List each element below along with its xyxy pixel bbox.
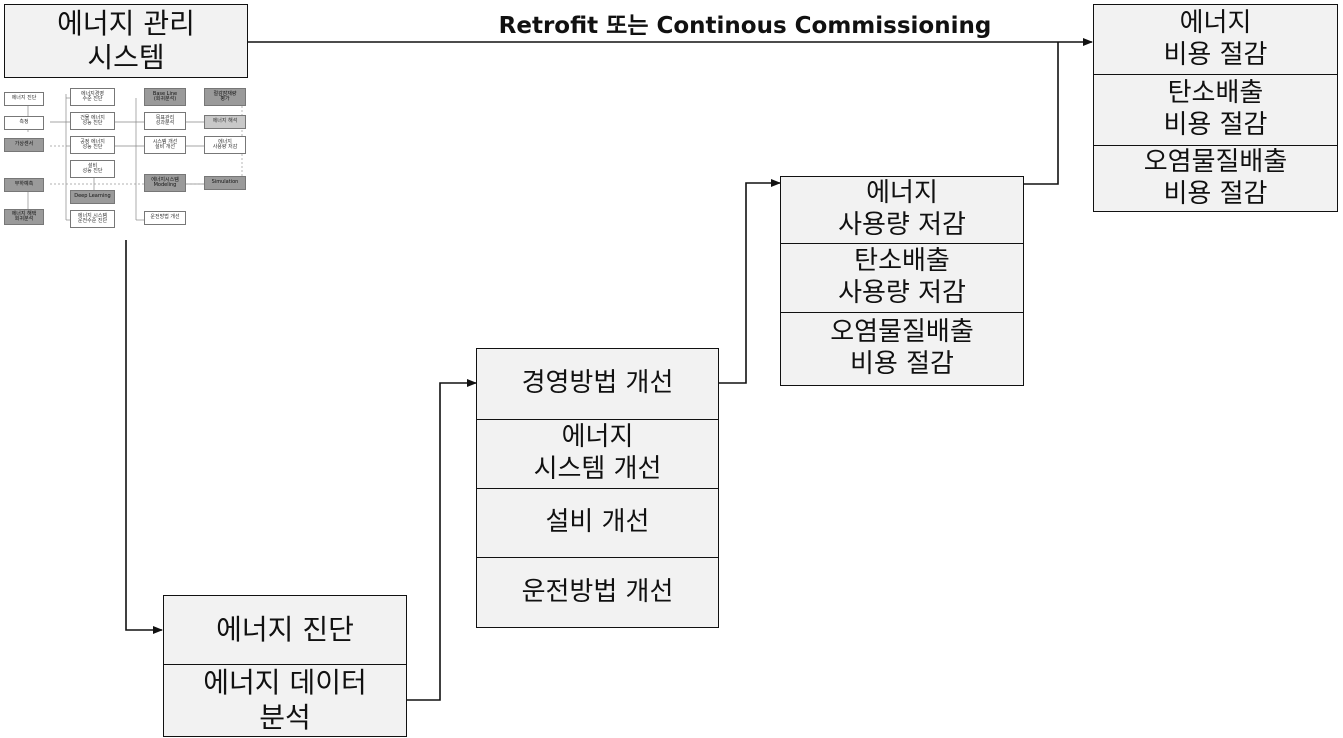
retrofit-label: Retrofit 또는 Continous Commissioning: [498, 13, 992, 39]
reductions-stack: 에너지 사용량 저감 탄소배출 사용량 저감 오염물질배출 비용 절감: [780, 176, 1024, 386]
improvement-operation-box: 운전방법 개선: [476, 557, 719, 628]
cost-savings-stack: 에너지 비용 절감 탄소배출 비용 절감 오염물질배출 비용 절감: [1093, 4, 1338, 212]
thumb-box-system-level: 에너지 시스템 운전수준 진단: [70, 210, 115, 228]
improvement-management-box: 경영방법 개선: [476, 348, 719, 420]
diagnosis-stack: 에너지 진단 에너지 데이터 분석: [163, 595, 407, 737]
thumb-box-mgmt-level: 에너지경영 수준 진단: [70, 88, 115, 106]
thumb-box-energy-analysis: 에너지 해석: [204, 115, 246, 129]
thumb-box-diagnosis: 에너지 진단: [4, 92, 44, 106]
arrow-improvements-to-reductions: [719, 179, 781, 384]
process-thumbnail: 에너지 진단 측정 가상센서 부하예측 에너지 해택 회귀분석 에너지경영 수준…: [4, 84, 250, 232]
thumb-box-process-perf: 공정 에너지 성능 진단: [70, 136, 115, 154]
improvement-system-box: 에너지 시스템 개선: [476, 419, 719, 489]
thumb-box-operation-improve: 운전방법 개선: [144, 211, 186, 225]
thumb-box-equip-perf: 설비 성능 진단: [70, 160, 115, 178]
thumb-box-measure: 측정: [4, 116, 44, 130]
thumb-box-deep-learning: Deep Learning: [70, 190, 115, 204]
thumb-box-target-mgmt: 목표관리 성과분석: [144, 112, 186, 130]
thumb-box-load-forecast: 부하예측: [4, 178, 44, 192]
thumb-box-simulation: Simulation: [204, 176, 246, 190]
cost-carbon-box: 탄소배출 비용 절감: [1093, 74, 1338, 146]
cost-pollutant-box: 오염물질배출 비용 절감: [1093, 145, 1338, 212]
thumb-box-virtual-sensor: 가상센서: [4, 138, 44, 152]
improvements-stack: 경영방법 개선 에너지 시스템 개선 설비 개선 운전방법 개선: [476, 348, 719, 628]
thumb-box-system-improve: 시스템 개선 설비 개선: [144, 136, 186, 154]
reduction-pollutant-box: 오염물질배출 비용 절감: [780, 312, 1024, 386]
thumb-box-building-perf: 건물 에너지 성능 진단: [70, 112, 115, 130]
arrow-to-diagnosis: [125, 240, 163, 634]
cost-energy-box: 에너지 비용 절감: [1093, 4, 1338, 75]
thumb-box-baseline: Base Line (회귀분석): [144, 88, 186, 106]
energy-data-analysis-box: 에너지 데이터 분석: [163, 664, 407, 737]
ems-box: 에너지 관리 시스템: [4, 4, 248, 78]
thumb-box-regression: 에너지 해택 회귀분석: [4, 209, 44, 225]
reduction-energy-box: 에너지 사용량 저감: [780, 176, 1024, 244]
thumb-box-savings-potential: 절감잠재량 평가: [204, 88, 246, 106]
thumb-box-modeling: 에너지시스템 Modeling: [144, 174, 186, 192]
thumb-box-usage-reduction: 에너지 사용량 저감: [204, 136, 246, 154]
line-reductions-to-cost: [1024, 42, 1059, 185]
improvement-equipment-box: 설비 개선: [476, 488, 719, 558]
reduction-carbon-box: 탄소배출 사용량 저감: [780, 243, 1024, 313]
energy-diagnosis-box: 에너지 진단: [163, 595, 407, 665]
arrow-diagnosis-to-improvements: [407, 379, 477, 701]
